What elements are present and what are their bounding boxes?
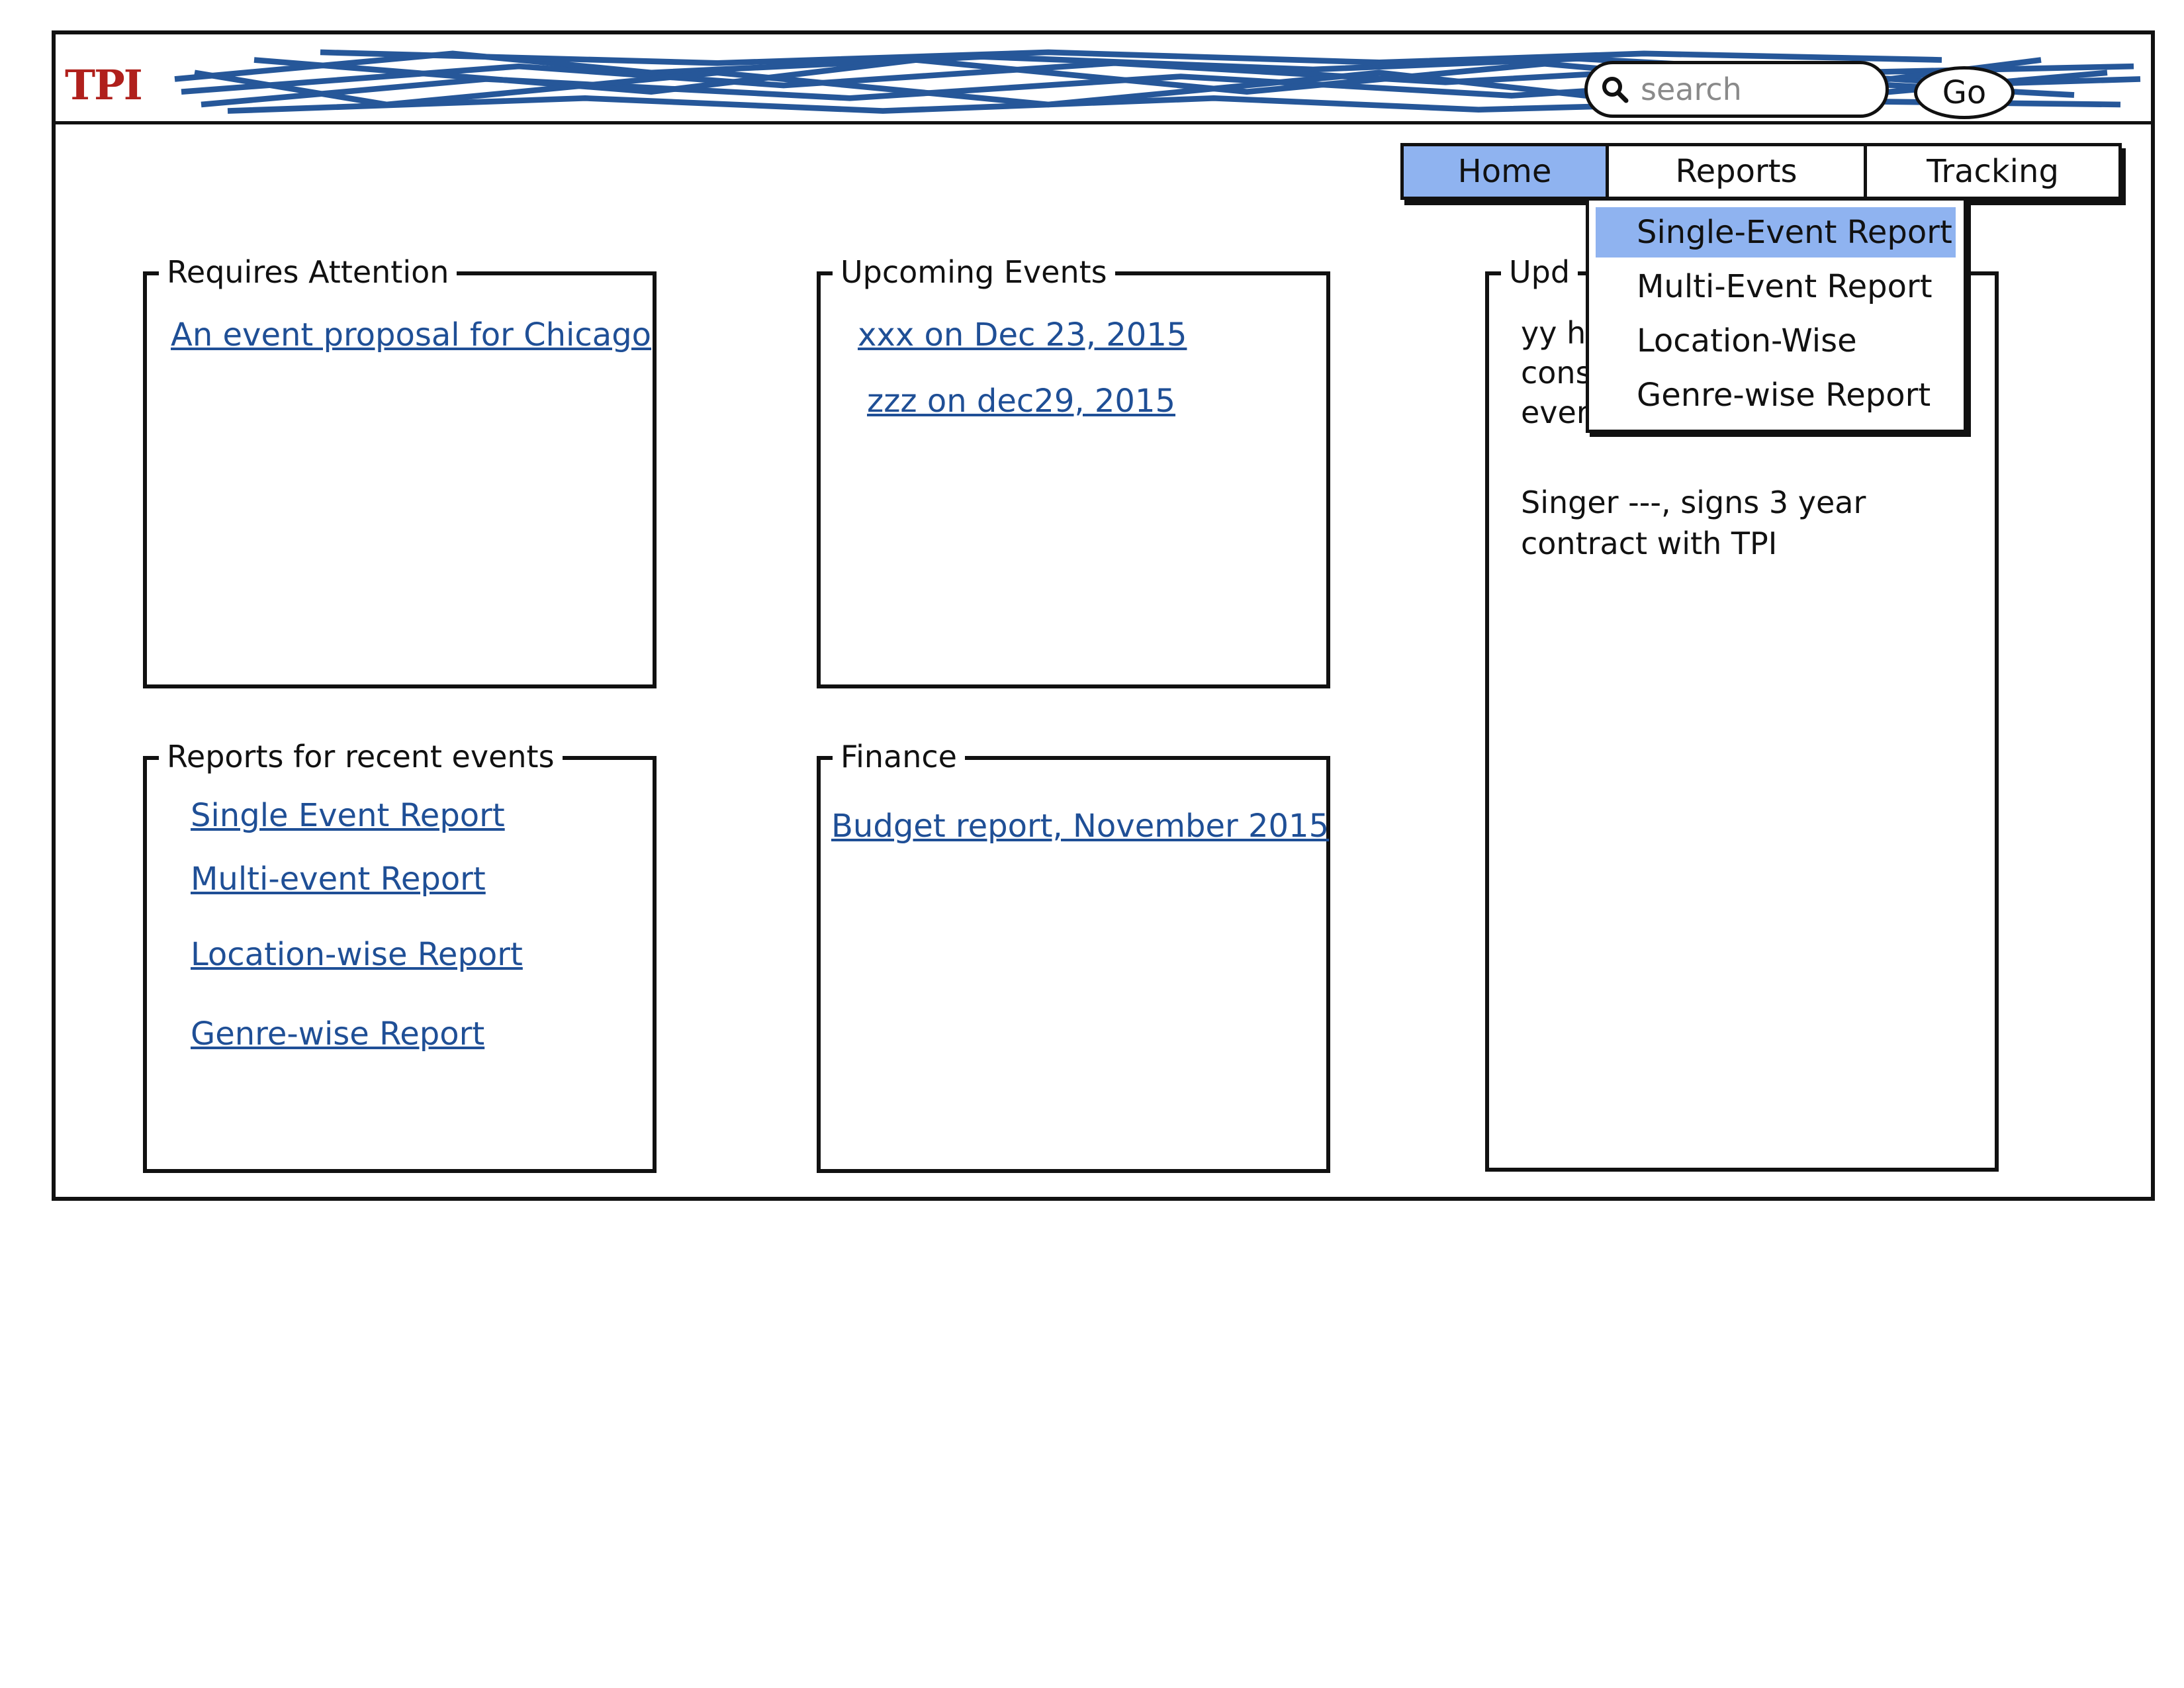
dropdown-item-multi-event[interactable]: Multi-Event Report <box>1637 268 1933 305</box>
requires-attention-panel: Requires Attention An event proposal for… <box>143 254 657 688</box>
dropdown-item-single-event[interactable]: Single-Event Report <box>1596 207 1956 258</box>
genre-wise-report-link[interactable]: Genre-wise Report <box>191 1015 485 1053</box>
single-event-report-link[interactable]: Single Event Report <box>191 797 505 834</box>
multi-event-report-link[interactable]: Multi-event Report <box>191 861 486 898</box>
panel-title: Requires Attention <box>159 254 457 290</box>
upcoming-event-link[interactable]: xxx on Dec 23, 2015 <box>858 316 1187 353</box>
tab-tracking[interactable]: Tracking <box>1927 153 2059 190</box>
panel-title: Upcoming Events <box>833 254 1115 290</box>
budget-report-link[interactable]: Budget report, November 2015 <box>831 808 1330 845</box>
update-partial-line: cons <box>1521 355 1592 391</box>
update-news-line: Singer ---, signs 3 year <box>1521 485 1866 520</box>
nav-tabs: Home Reports Tracking <box>1400 143 2122 200</box>
finance-panel: Finance Budget report, November 2015 <box>817 739 1330 1173</box>
browser-frame: TPI Go Home Reports Tracking Requires At… <box>52 30 2155 1201</box>
search-input[interactable] <box>1639 71 1860 108</box>
upcoming-event-link[interactable]: zzz on dec29, 2015 <box>867 383 1176 420</box>
tpi-logo: TPI <box>65 61 143 109</box>
reports-dropdown: Single-Event Report Multi-Event Report L… <box>1586 197 1967 433</box>
recent-reports-panel: Reports for recent events Single Event R… <box>143 739 657 1173</box>
panel-title: Finance <box>833 739 965 774</box>
go-button[interactable]: Go <box>1914 66 2015 119</box>
search-box[interactable] <box>1584 61 1889 118</box>
dropdown-item-genre-wise[interactable]: Genre-wise Report <box>1637 377 1931 414</box>
tab-reports[interactable]: Reports <box>1609 146 1867 197</box>
dropdown-item-location-wise[interactable]: Location-Wise <box>1637 322 1857 359</box>
header-scribble <box>174 49 2141 114</box>
tab-home[interactable]: Home <box>1404 146 1609 197</box>
location-wise-report-link[interactable]: Location-wise Report <box>191 936 523 973</box>
update-news-line: contract with TPI <box>1521 526 1778 561</box>
updates-panel: Upd yy h cons ever Singer ---, signs 3 y… <box>1485 254 1999 1172</box>
event-proposal-link[interactable]: An event proposal for Chicago <box>171 316 652 353</box>
update-partial-line: yy h <box>1521 315 1586 351</box>
update-partial-line: ever <box>1521 395 1589 430</box>
upcoming-events-panel: Upcoming Events xxx on Dec 23, 2015 zzz … <box>817 254 1330 688</box>
search-icon <box>1602 77 1629 103</box>
panel-title: Reports for recent events <box>159 739 563 774</box>
header-banner: TPI Go <box>56 34 2151 124</box>
panel-title: Upd <box>1501 254 1578 290</box>
